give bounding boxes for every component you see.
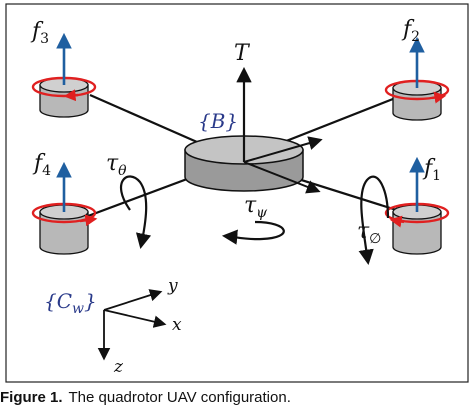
rotor-1: [384, 156, 450, 255]
figure-caption: Figure 1. The quadrotor UAV configuration…: [0, 386, 474, 409]
axis-y-label: y: [167, 276, 178, 296]
force-f1-label: f1: [422, 156, 441, 184]
world-frame-axes: [97, 289, 167, 361]
force-f2-label: f2: [401, 17, 420, 45]
force-f3-label: f3: [30, 19, 49, 47]
torque-psi-label: τψ: [244, 193, 268, 221]
body-hub: [184, 135, 304, 192]
axis-z-label: z: [113, 357, 124, 377]
world-frame-label: {Cw}: [44, 289, 97, 317]
caption-text: The quadrotor UAV configuration.: [68, 389, 291, 406]
caption-label: Figure 1.: [0, 389, 63, 406]
rotor-3: [31, 32, 97, 118]
body-axis-2: [243, 161, 321, 194]
force-f4-label: f4: [32, 151, 51, 179]
rotor-4: [31, 161, 98, 255]
axis-x-label: x: [172, 315, 182, 335]
torque-theta-label: τθ: [106, 151, 127, 179]
body-frame-label: {B}: [198, 109, 238, 133]
body-axis-1: [243, 136, 323, 163]
torque-phi-label: τ∅: [357, 219, 381, 247]
torque-theta-arrow: [119, 175, 152, 250]
rotor-2: [384, 36, 450, 121]
thrust-label: T: [234, 41, 251, 66]
figure-border: [5, 3, 469, 383]
torque-phi-arrow: [358, 175, 390, 266]
torque-psi-arrow: [221, 220, 285, 245]
